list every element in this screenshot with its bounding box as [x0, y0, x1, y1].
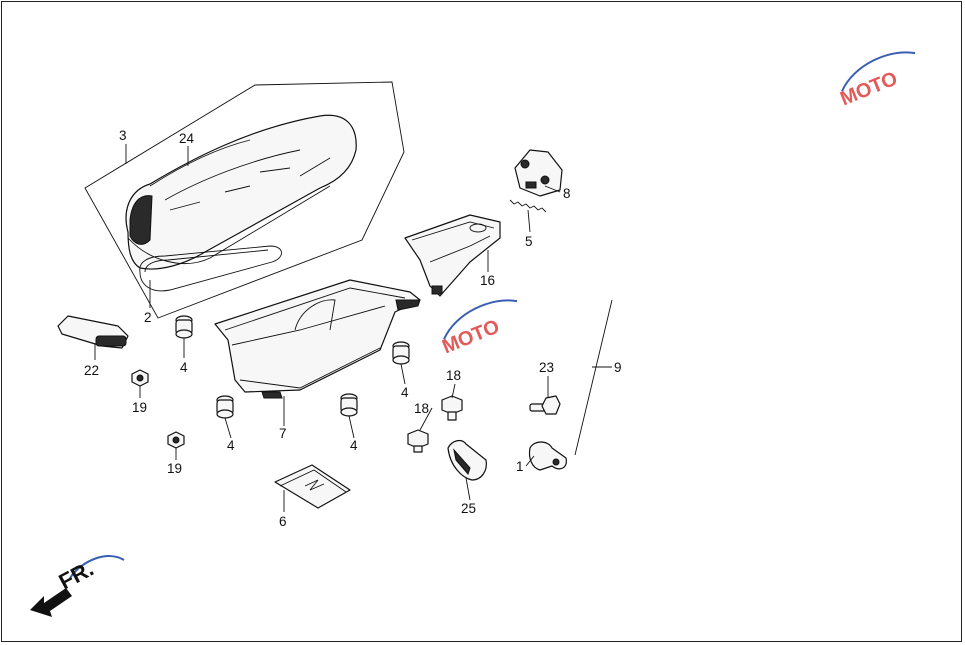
callout-19-b: 19	[167, 461, 182, 476]
callout-2: 2	[144, 310, 152, 325]
watermark-logo-center: MOTO	[439, 299, 518, 359]
callout-8: 8	[563, 186, 571, 201]
bolt-18a	[441, 395, 463, 421]
callout-1: 1	[516, 459, 524, 474]
callout-24: 24	[179, 131, 195, 146]
latch-spring	[509, 199, 547, 213]
callout-labels: 3 24 2 22 4 19 4 19 7 4 4 6 8 5 16 18 18…	[84, 128, 622, 529]
seat-release-cable	[574, 299, 613, 456]
seat-part	[125, 114, 357, 270]
callout-4-a: 4	[180, 360, 188, 375]
callout-4-d: 4	[401, 385, 409, 400]
callout-25: 25	[461, 501, 476, 516]
cable-bracket-part	[447, 439, 487, 481]
callout-7: 7	[279, 426, 287, 441]
bolt-23	[529, 395, 561, 415]
cable-clamp-part	[528, 441, 567, 471]
nut-b	[167, 431, 185, 449]
seat-latch-part	[514, 149, 563, 197]
watermark-text-center: MOTO	[439, 316, 503, 359]
callout-3: 3	[119, 128, 127, 143]
callout-18-a: 18	[446, 368, 461, 383]
callout-4-c: 4	[350, 438, 358, 453]
front-arrow-icon	[30, 588, 72, 617]
seat-gasket-inner	[144, 249, 269, 273]
callout-23: 23	[539, 360, 554, 375]
seat-hinge-part	[57, 315, 129, 349]
watermark-text-top: MOTO	[837, 68, 901, 111]
rubber-bumper-d	[392, 341, 410, 365]
fr-label: FR.	[55, 556, 98, 595]
front-direction-indicator: FR.	[30, 555, 125, 617]
callout-22: 22	[84, 363, 99, 378]
callout-18-b: 18	[414, 401, 429, 416]
seat-assembly-boundary	[84, 81, 405, 319]
callout-6: 6	[279, 514, 287, 529]
callout-4-b: 4	[227, 438, 235, 453]
callout-5: 5	[525, 234, 533, 249]
watermark-logo-top-right: MOTO	[837, 51, 916, 111]
fr-logo-swoosh	[69, 555, 125, 579]
callout-16: 16	[480, 273, 495, 288]
storage-box-part	[214, 279, 421, 399]
callout-9: 9	[614, 360, 622, 375]
rubber-bumper-c	[340, 393, 358, 417]
bolt-18b	[407, 429, 429, 453]
inner-cover-part	[404, 214, 501, 297]
leader-lines	[94, 144, 612, 512]
rubber-bumper-a	[175, 315, 193, 339]
callout-19-a: 19	[132, 400, 147, 415]
manual-pouch-part	[274, 464, 351, 509]
nut-a	[131, 369, 149, 387]
seat-gasket	[139, 245, 282, 292]
rubber-bumper-b	[216, 395, 234, 419]
